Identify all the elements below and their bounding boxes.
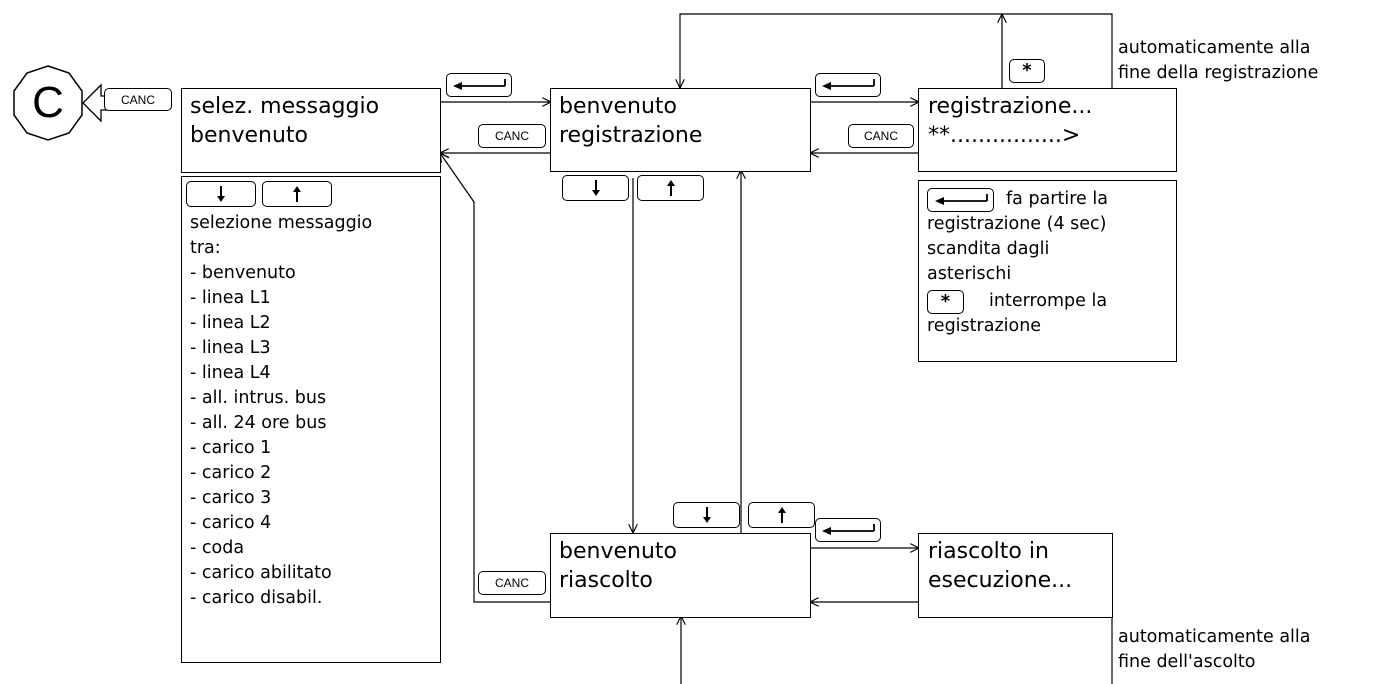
display-line: **................>	[928, 123, 1081, 148]
key-label: CANC	[494, 576, 529, 590]
note-line: fine della registrazione	[1118, 63, 1319, 83]
enter-arrow-icon	[453, 79, 506, 90]
selection-list-text: selezione messaggio tra: - benvenuto - l…	[190, 211, 372, 611]
selection-list-box: selezione messaggio tra: - benvenuto - l…	[181, 176, 441, 663]
list-item: - linea L4	[190, 363, 271, 383]
list-item: - carico 3	[190, 488, 272, 508]
list-item: - benvenuto	[190, 263, 296, 283]
display-replaying: riascolto in esecuzione...	[918, 533, 1113, 618]
info-line: asterischi	[927, 264, 1012, 284]
cancel-key-recording[interactable]: CANC	[848, 124, 914, 148]
key-label: CANC	[120, 92, 155, 107]
display-line: benvenuto	[559, 539, 677, 564]
display-line: benvenuto	[559, 94, 677, 119]
list-item: - linea L2	[190, 313, 271, 333]
up-key[interactable]	[262, 181, 332, 207]
display-replay-menu: benvenuto riascolto	[550, 533, 811, 618]
down-key-replay[interactable]	[673, 502, 740, 528]
list-item: - coda	[190, 538, 245, 558]
star-key-recording[interactable]: *	[1009, 59, 1045, 83]
enter-arrow-icon	[822, 524, 875, 535]
display-line: registrazione...	[928, 94, 1093, 119]
up-arrow-icon	[777, 507, 786, 523]
display-line: riascolto in	[928, 539, 1049, 564]
down-key-record[interactable]	[562, 175, 629, 201]
recording-info-star-text: interrompe la	[989, 291, 1108, 311]
cancel-key-replay[interactable]: CANC	[478, 571, 546, 595]
display-record-menu: benvenuto registrazione	[550, 88, 811, 172]
enter-arrow-icon	[822, 79, 875, 90]
enter-key-replay[interactable]	[815, 518, 881, 542]
up-key-replay[interactable]	[748, 502, 815, 528]
recording-info-text: registrazione (4 sec) scandita dagli ast…	[927, 212, 1106, 287]
list-item: - carico disabil.	[190, 588, 323, 608]
key-label: CANC	[863, 129, 898, 143]
down-arrow-icon	[591, 180, 600, 196]
arrow-loop-to-record	[680, 13, 1002, 88]
loop-top-line	[1002, 13, 1113, 88]
list-intro-line: selezione messaggio	[190, 213, 373, 233]
note-line: automaticamente alla	[1118, 627, 1311, 647]
star-key-label: *	[940, 291, 951, 312]
star-key[interactable]: *	[927, 290, 964, 314]
down-arrow-icon	[702, 507, 711, 523]
list-item: - carico abilitato	[190, 563, 332, 583]
display-line: benvenuto	[190, 123, 308, 148]
note-line: fine dell'ascolto	[1118, 652, 1256, 672]
key-label: CANC	[494, 129, 529, 143]
enter-key-select[interactable]	[446, 73, 512, 97]
list-intro-line: tra:	[190, 238, 221, 258]
list-item: - all. 24 ore bus	[190, 413, 327, 433]
cancel-octagon-icon	[13, 65, 83, 141]
cancel-c-letter: C	[32, 78, 64, 127]
arrow-replay-to-select	[440, 153, 551, 603]
up-arrow-icon	[293, 186, 301, 202]
note-auto-end-record: automaticamente alla fine della registra…	[1118, 36, 1318, 86]
list-item: - carico 1	[190, 438, 272, 458]
display-line: selez. messaggio	[190, 94, 380, 119]
recording-info-last: registrazione	[927, 316, 1042, 336]
enter-key[interactable]	[927, 188, 994, 212]
cancel-key-record[interactable]: CANC	[478, 124, 546, 148]
up-key-record[interactable]	[637, 175, 704, 201]
down-arrow-icon	[217, 186, 225, 202]
recording-info-enter-text: fa partire la	[1006, 189, 1108, 209]
display-recording: registrazione... **................>	[918, 88, 1177, 172]
list-item: - linea L3	[190, 338, 271, 358]
display-select-message: selez. messaggio benvenuto	[181, 88, 441, 173]
list-item: - carico 4	[190, 513, 272, 533]
up-arrow-icon	[666, 180, 675, 196]
note-line: automaticamente alla	[1118, 38, 1311, 58]
note-auto-end-listen: automaticamente alla fine dell'ascolto	[1118, 625, 1311, 675]
info-line: scandita dagli	[927, 239, 1050, 259]
enter-arrow-icon	[934, 194, 988, 205]
star-key-label: *	[1022, 60, 1032, 81]
list-item: - carico 2	[190, 463, 272, 483]
display-line: registrazione	[559, 123, 703, 148]
down-key[interactable]	[186, 181, 256, 207]
cancel-key-left[interactable]: CANC	[104, 88, 172, 111]
info-line: registrazione (4 sec)	[927, 214, 1107, 234]
list-item: - linea L1	[190, 288, 271, 308]
display-line: esecuzione...	[928, 568, 1073, 593]
enter-key-record[interactable]	[815, 73, 881, 97]
recording-info-box: fa partire la registrazione (4 sec) scan…	[918, 180, 1177, 362]
display-line: riascolto	[559, 568, 653, 593]
list-item: - all. intrus. bus	[190, 388, 327, 408]
